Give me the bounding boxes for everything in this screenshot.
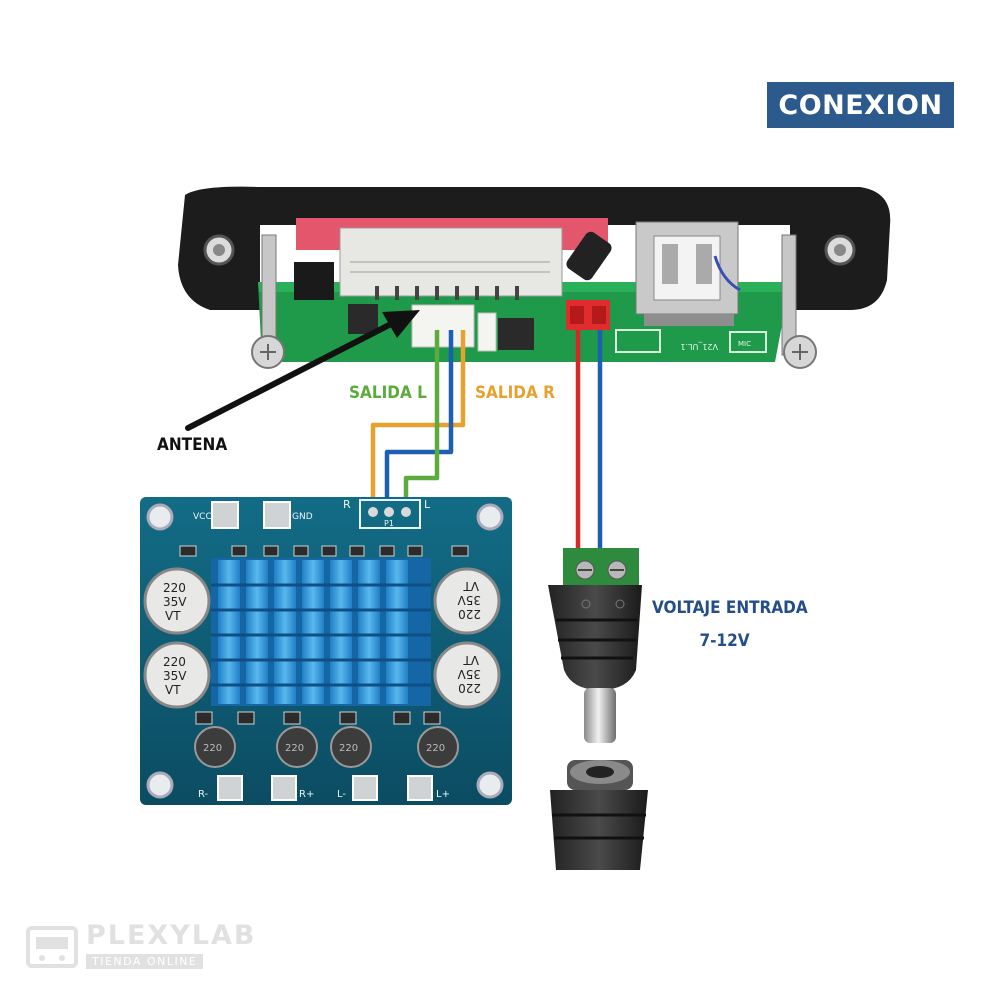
p1-connector (359, 499, 421, 529)
svg-text:VT: VT (463, 579, 479, 593)
svg-text:220: 220 (203, 743, 222, 754)
power-wires (575, 330, 603, 562)
capacitor (566, 231, 612, 281)
label-gnd: GND (292, 512, 313, 522)
label-salida-r: SALIDA R (475, 383, 555, 403)
pad-vcc (211, 501, 239, 529)
watermark-sub: TIENDA ONLINE (86, 954, 204, 969)
label-l-top: L (424, 498, 431, 511)
audio-wires (370, 330, 466, 505)
plexylab-logo-icon (26, 926, 78, 968)
label-voltaje: VOLTAJE ENTRADA 7-12V (652, 592, 808, 658)
label-vcc: VCC (193, 512, 212, 522)
mp3-front-panel (178, 186, 891, 310)
capacitor-left-top: 220 35V VT (143, 567, 211, 635)
svg-text:VT: VT (463, 653, 479, 667)
svg-text:35V: 35V (163, 595, 187, 609)
jack-plug (584, 688, 616, 743)
jack-body (548, 585, 642, 690)
version-text: V21_UL.1 (680, 342, 718, 351)
capacitor-right-top: 220 35V VT (433, 567, 501, 635)
pad-l-plus (407, 775, 433, 801)
svg-text:220: 220 (339, 743, 358, 754)
label-voltaje-line1: VOLTAJE ENTRADA (652, 598, 808, 618)
amplifier-board: VCC GND P1 R L (140, 497, 512, 805)
watermark: PLEXYLAB TIENDA ONLINE (86, 922, 257, 969)
label-salida-l: SALIDA L (349, 383, 427, 403)
svg-text:220: 220 (285, 743, 304, 754)
capacitor-left-bottom: 220 35V VT (143, 641, 211, 709)
capacitor-right-bottom: 220 35V VT (433, 641, 501, 709)
pad-r-minus (217, 775, 243, 801)
label-antena: ANTENA (157, 435, 228, 455)
label-r-plus: R+ (299, 789, 314, 800)
label-r-top: R (343, 498, 351, 511)
conexion-title: CONEXION (778, 89, 943, 121)
label-l-minus: L- (337, 789, 346, 800)
svg-text:220: 220 (163, 581, 186, 595)
antena-arrow (185, 310, 420, 431)
mp3-module: V21_UL.1 MIC (178, 186, 891, 369)
svg-text:220: 220 (426, 743, 445, 754)
pad-r-plus (271, 775, 297, 801)
wire-blue-audio (384, 330, 454, 505)
svg-text:220: 220 (458, 607, 481, 621)
svg-text:220: 220 (163, 655, 186, 669)
ic-chip (348, 304, 378, 334)
terminal-block (563, 548, 639, 586)
pad-gnd (263, 501, 291, 529)
conexion-badge: CONEXION (767, 82, 954, 128)
dc-jack-adapter (548, 548, 642, 743)
watermark-name: PLEXYLAB (86, 920, 257, 951)
wire-green (403, 330, 440, 505)
label-l-plus: L+ (436, 789, 450, 800)
wire-orange (370, 330, 466, 505)
svg-text:35V: 35V (163, 669, 187, 683)
svg-text:VT: VT (165, 609, 181, 623)
heatsink (211, 558, 431, 706)
svg-text:35V: 35V (457, 593, 481, 607)
label-p1: P1 (384, 519, 394, 528)
mic-text: MIC (738, 340, 751, 348)
pad-l-minus (352, 775, 378, 801)
dc-plug-female (550, 760, 648, 870)
inductors (194, 726, 459, 768)
svg-text:220: 220 (458, 681, 481, 695)
svg-text:35V: 35V (457, 667, 481, 681)
label-r-minus: R- (198, 789, 209, 800)
svg-text:VT: VT (165, 683, 181, 697)
label-voltaje-line2: 7-12V (699, 631, 750, 651)
